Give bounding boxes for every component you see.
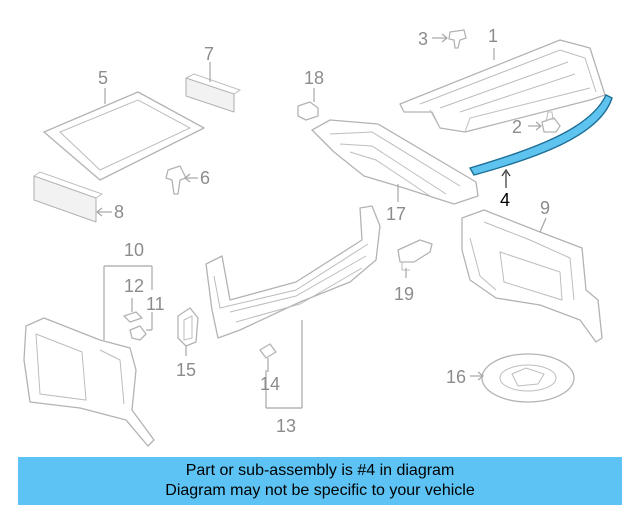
callout-5: 5 bbox=[98, 68, 108, 88]
callout-14: 14 bbox=[260, 374, 280, 394]
part-3-push-pin[interactable] bbox=[448, 29, 467, 49]
part-5-floor-mat[interactable] bbox=[43, 91, 205, 181]
part-18-bracket[interactable] bbox=[297, 101, 319, 121]
callout-8: 8 bbox=[114, 202, 124, 222]
banner-line-2: Diagram may not be specific to your vehi… bbox=[165, 482, 475, 499]
callout-16: 16 bbox=[446, 367, 466, 387]
part-17-rear-trim[interactable] bbox=[311, 119, 479, 205]
part-4-weatherstrip[interactable] bbox=[468, 94, 613, 176]
info-banner: Part or sub-assembly is #4 in diagram Di… bbox=[18, 457, 622, 505]
part-6-hook[interactable] bbox=[165, 165, 187, 195]
part-19-mount-bracket[interactable] bbox=[397, 239, 433, 271]
parts-diagram: 1 2 3 4 5 6 7 8 bbox=[23, 26, 613, 447]
callout-19: 19 bbox=[394, 284, 414, 304]
part-16-wheel-cover[interactable] bbox=[481, 353, 575, 403]
callout-10: 10 bbox=[124, 240, 144, 260]
callout-1: 1 bbox=[488, 26, 498, 46]
callout-4: 4 bbox=[500, 190, 510, 210]
part-11-clip[interactable] bbox=[129, 325, 147, 341]
callout-18: 18 bbox=[304, 68, 324, 88]
callout-6: 6 bbox=[200, 168, 210, 188]
part-14-button[interactable] bbox=[259, 343, 277, 359]
callout-9: 9 bbox=[540, 198, 550, 218]
part-15-latch-cover[interactable] bbox=[177, 307, 199, 347]
callout-13: 13 bbox=[276, 416, 296, 436]
part-1-package-tray[interactable] bbox=[399, 39, 606, 133]
part-12-retainer[interactable] bbox=[123, 311, 143, 323]
banner-line-1: Part or sub-assembly is #4 in diagram bbox=[185, 462, 455, 479]
part-10-left-trim[interactable] bbox=[23, 317, 155, 447]
callout-2: 2 bbox=[512, 117, 522, 137]
part-9-right-trim[interactable] bbox=[461, 209, 603, 343]
part-2-clip[interactable] bbox=[541, 111, 561, 133]
part-7-side-block[interactable] bbox=[185, 73, 242, 113]
callout-11: 11 bbox=[146, 294, 165, 314]
callout-12: 12 bbox=[124, 276, 144, 296]
part-13-sill-panel[interactable] bbox=[205, 205, 381, 339]
callout-15: 15 bbox=[176, 360, 196, 380]
part-8-front-block[interactable] bbox=[33, 171, 104, 223]
callout-3: 3 bbox=[418, 29, 428, 49]
callout-7: 7 bbox=[204, 44, 214, 64]
callout-17: 17 bbox=[386, 204, 406, 224]
